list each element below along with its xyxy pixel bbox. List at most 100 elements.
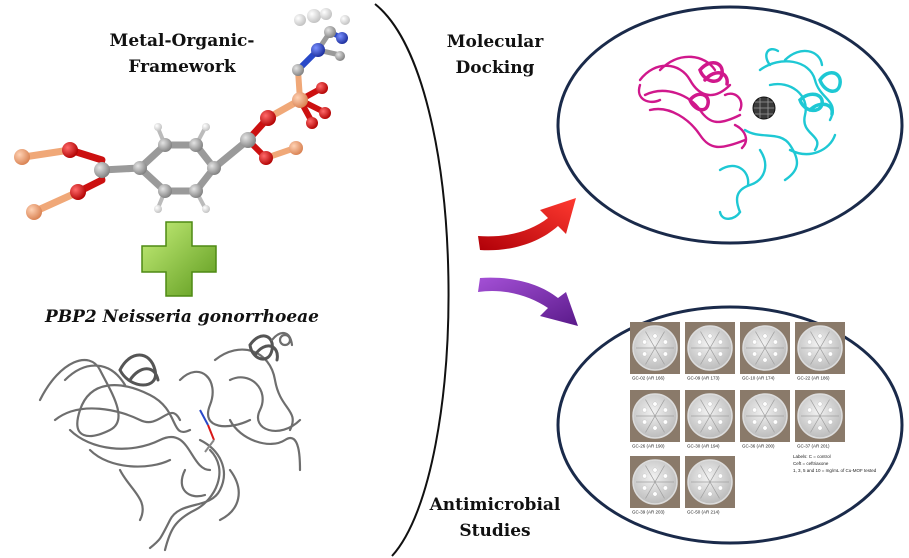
petri-plate: GC-39 (AR 203) xyxy=(630,456,680,515)
antibiotic-disc xyxy=(707,333,713,339)
plate-sector-line xyxy=(755,399,775,433)
petri-plate: GC-36 (AR 200) xyxy=(740,390,790,449)
studies-label-line2: Studies xyxy=(459,521,530,541)
antibiotic-disc xyxy=(662,407,668,413)
petri-plate: GC-37 (AR 201) xyxy=(795,390,845,449)
plate-legend-line3: 1, 3, 5 and 10 = mg/mL of Cu-MOF tested xyxy=(793,468,877,473)
antibiotic-disc xyxy=(717,407,723,413)
plate-sector-line xyxy=(700,465,720,499)
red-arrow-icon xyxy=(478,198,576,251)
antibiotic-disc xyxy=(652,333,658,339)
antibiotic-disc xyxy=(762,425,768,431)
antibiotic-disc xyxy=(807,407,813,413)
antibiotic-disc xyxy=(807,419,813,425)
antibiotic-disc xyxy=(752,407,758,413)
antibiotic-disc xyxy=(717,351,723,357)
plate-caption: GC-26 (AR 190) xyxy=(632,444,665,449)
protein-ligand-icon xyxy=(199,409,215,453)
antibiotic-disc xyxy=(762,333,768,339)
antibiotic-disc xyxy=(707,467,713,473)
mof-label-line1: Metal-Organic- xyxy=(110,31,255,51)
petri-plate: GC-30 (AR 194) xyxy=(685,390,735,449)
mof-molecule-icon xyxy=(14,8,350,220)
plate-caption: GC-22 (AR 186) xyxy=(797,376,830,381)
plus-icon xyxy=(141,221,217,297)
plate-caption: GC-02 (AR 166) xyxy=(632,376,665,381)
antibiotic-disc xyxy=(707,357,713,363)
plate-sector-line xyxy=(755,331,775,365)
petri-plate: GC-02 (AR 166) xyxy=(630,322,680,381)
antibiotic-disc xyxy=(717,485,723,491)
antibiotic-disc xyxy=(772,339,778,345)
antibiotic-disc xyxy=(817,357,823,363)
antibiotic-disc xyxy=(652,425,658,431)
plate-caption: GC-37 (AR 201) xyxy=(797,444,830,449)
antibiotic-disc xyxy=(697,339,703,345)
antibiotic-disc xyxy=(772,419,778,425)
petri-plate: GC-22 (AR 186) xyxy=(795,322,845,381)
plate-sector-line xyxy=(645,465,665,499)
mof-label-line2: Framework xyxy=(128,57,236,77)
petri-plate: GC-10 (AR 174) xyxy=(740,322,790,381)
antibiotic-disc xyxy=(707,401,713,407)
antibiotic-disc xyxy=(752,339,758,345)
antibiotic-disc xyxy=(652,467,658,473)
petri-plate: GC-26 (AR 190) xyxy=(630,390,680,449)
studies-label-line1: Antimicrobial xyxy=(429,495,561,515)
antibiotic-disc xyxy=(642,485,648,491)
antibiotic-disc xyxy=(752,419,758,425)
petri-plate: GC-09 (AR 173) xyxy=(685,322,735,381)
antibiotic-disc xyxy=(707,491,713,497)
antibiotic-disc xyxy=(642,339,648,345)
antibiotic-disc xyxy=(662,485,668,491)
antibiotic-disc xyxy=(652,401,658,407)
antibiotic-disc xyxy=(642,473,648,479)
antibiotic-disc xyxy=(807,339,813,345)
antibiotic-disc xyxy=(827,419,833,425)
protein-label: PBP2 Neisseria gonorrhoeae xyxy=(44,307,319,327)
antibiotic-disc xyxy=(697,485,703,491)
antibiotic-disc xyxy=(652,491,658,497)
antibiotic-disc xyxy=(752,351,758,357)
docked-protein-icon xyxy=(637,48,842,220)
antibiotic-disc xyxy=(717,339,723,345)
purple-arrow-icon xyxy=(478,277,578,326)
plate-caption: GC-30 (AR 194) xyxy=(687,444,720,449)
plate-sector-line xyxy=(810,399,830,433)
petri-plate-grid: GC-02 (AR 166) GC-09 (AR 173) GC-10 (AR 17… xyxy=(630,322,845,515)
plate-legend-line2: Ceft = ceftriaxone xyxy=(793,461,829,466)
antibiotic-disc xyxy=(762,357,768,363)
antibiotic-disc xyxy=(662,419,668,425)
antibiotic-disc xyxy=(717,473,723,479)
antibiotic-disc xyxy=(827,407,833,413)
antibiotic-disc xyxy=(662,473,668,479)
plate-caption: GC-09 (AR 173) xyxy=(687,376,720,381)
plate-sector-line xyxy=(645,331,665,365)
antibiotic-disc xyxy=(697,407,703,413)
plate-sector-line xyxy=(810,331,830,365)
plate-legend-line1: Labels: C = control xyxy=(793,454,831,459)
plate-caption: GC-39 (AR 203) xyxy=(632,510,665,515)
antibiotic-disc xyxy=(652,357,658,363)
plate-legend: Labels: C = control Ceft = ceftriaxone 1… xyxy=(793,454,877,473)
protein-structure-icon xyxy=(38,332,302,552)
plate-caption: GC-36 (AR 200) xyxy=(742,444,775,449)
antibiotic-disc xyxy=(642,407,648,413)
antibiotic-disc xyxy=(707,425,713,431)
antibiotic-disc xyxy=(642,351,648,357)
antibiotic-disc xyxy=(717,419,723,425)
antibiotic-disc xyxy=(827,339,833,345)
antibiotic-disc xyxy=(807,351,813,357)
antibiotic-disc xyxy=(817,333,823,339)
antibiotic-disc xyxy=(662,351,668,357)
antibiotic-disc xyxy=(772,351,778,357)
petri-plate: GC-50 (AR 214) xyxy=(685,456,735,515)
plate-caption: GC-10 (AR 174) xyxy=(742,376,775,381)
antibiotic-disc xyxy=(817,401,823,407)
antibiotic-disc xyxy=(642,419,648,425)
docking-label-line2: Docking xyxy=(456,58,535,78)
docking-label-line1: Molecular xyxy=(447,32,545,52)
antibiotic-disc xyxy=(817,425,823,431)
